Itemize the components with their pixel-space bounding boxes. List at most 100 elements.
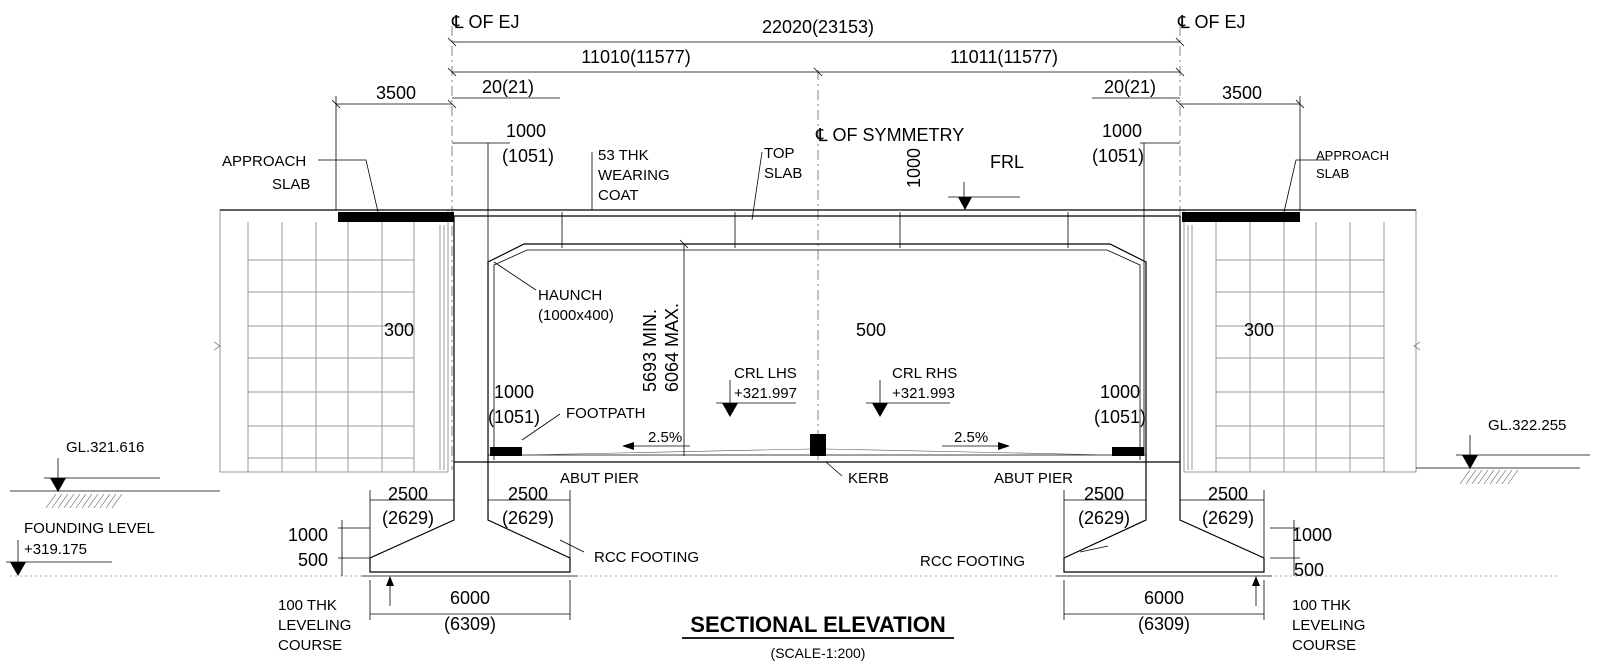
- slope-right-arrow-icon: [998, 442, 1010, 450]
- drawing-title: SECTIONAL ELEVATION: [690, 612, 945, 637]
- dim-half-right: 11011(11577): [950, 47, 1058, 67]
- dim-wall-right-bot-a: 1000: [1100, 382, 1140, 402]
- gl-right-marker-icon: [1462, 455, 1478, 469]
- dim-wall-left-top-a: 1000: [506, 121, 546, 141]
- dim-approach-right: 3500: [1222, 83, 1262, 103]
- dim-wall-left-top-b: (1051): [502, 146, 554, 166]
- kerb: [810, 434, 826, 456]
- dim-approach-left: 3500: [376, 83, 416, 103]
- right-embankment: [1183, 209, 1421, 473]
- dim-footing-w-right-a: 6000: [1144, 588, 1184, 608]
- label-approach-left-1: APPROACH: [222, 153, 306, 170]
- dim-300-left: 300: [384, 320, 414, 340]
- label-gl-left: GL.321.616: [66, 439, 144, 456]
- label-approach-right-2: SLAB: [1316, 166, 1349, 181]
- footpath-left: [490, 447, 522, 456]
- approach-slabs: [338, 212, 1300, 222]
- dim-gap-right: 20(21): [1104, 77, 1156, 97]
- label-leveling-left-3: COURSE: [278, 637, 342, 654]
- label-leveling-right-3: COURSE: [1292, 637, 1356, 654]
- dim-top-depth: 1000: [904, 148, 924, 188]
- box-structure: [220, 209, 1416, 463]
- label-crl-lhs-2: +321.997: [734, 385, 797, 402]
- dim-footing-r1-a: 2500: [1084, 484, 1124, 504]
- label-founding-1: FOUNDING LEVEL: [24, 520, 155, 537]
- dim-footing-r2-b: (2629): [1202, 508, 1254, 528]
- crl-lhs-marker-icon: [722, 403, 738, 417]
- label-crl-rhs-2: +321.993: [892, 385, 955, 402]
- label-wearing-3: COAT: [598, 187, 639, 204]
- dim-wall-right-bot-b: (1051): [1094, 407, 1146, 427]
- dim-footing-w-left-a: 6000: [450, 588, 490, 608]
- left-embankment: [213, 209, 449, 473]
- approach-slab-right: [1182, 212, 1300, 222]
- label-crl-rhs-1: CRL RHS: [892, 365, 957, 382]
- slope-left-arrow-icon: [622, 442, 634, 450]
- ground-lines: [10, 467, 1580, 577]
- dim-footing-h-left-2: 500: [298, 550, 328, 570]
- label-approach-right-1: APPROACH: [1316, 148, 1389, 163]
- gl-left-marker-icon: [50, 478, 66, 492]
- dim-footing-h-left-1: 1000: [288, 525, 328, 545]
- slope-arrows: [622, 442, 1010, 450]
- dim-clear-min: 5693 MIN.: [640, 309, 660, 392]
- dim-footing-l1-a: 2500: [388, 484, 428, 504]
- label-rcc-right: RCC FOOTING: [920, 553, 1025, 570]
- label-wearing-2: WEARING: [598, 167, 670, 184]
- dim-300-right: 300: [1244, 320, 1274, 340]
- dim-footing-r1-b: (2629): [1078, 508, 1130, 528]
- cl-symmetry: ℄ OF SYMMETRY: [815, 125, 964, 145]
- label-leveling-right-2: LEVELING: [1292, 617, 1365, 634]
- dim-wall-right-top-b: (1051): [1092, 146, 1144, 166]
- dim-footing-l2-a: 2500: [508, 484, 548, 504]
- label-footpath: FOOTPATH: [566, 405, 645, 422]
- label-founding-2: +319.175: [24, 541, 87, 558]
- label-haunch-1: HAUNCH: [538, 287, 602, 304]
- label-leveling-right-1: 100 THK: [1292, 597, 1351, 614]
- dim-wall-left-bot-b: (1051): [488, 407, 540, 427]
- label-approach-left-2: SLAB: [272, 176, 310, 193]
- approach-slab-left: [338, 212, 454, 222]
- dim-kerb-width: 500: [856, 320, 886, 340]
- cl-ej-left: ℄ OF EJ: [451, 12, 520, 32]
- label-leveling-left-1: 100 THK: [278, 597, 337, 614]
- cl-ej-right: ℄ OF EJ: [1177, 12, 1246, 32]
- label-leveling-left-2: LEVELING: [278, 617, 351, 634]
- dim-clear-max: 6064 MAX.: [662, 303, 682, 392]
- text-labels: ℄ OF EJ ℄ OF EJ ℄ OF SYMMETRY 22020(2315…: [24, 12, 1566, 661]
- label-haunch-2: (1000x400): [538, 307, 614, 324]
- dim-wall-left-bot-a: 1000: [494, 382, 534, 402]
- drawing-scale: (SCALE-1:200): [771, 645, 866, 661]
- label-gl-right: GL.322.255: [1488, 417, 1566, 434]
- level-markers: [6, 182, 1590, 576]
- label-abut-left: ABUT PIER: [560, 470, 639, 487]
- leaders: [318, 151, 1330, 553]
- dim-wall-right-top-a: 1000: [1102, 121, 1142, 141]
- label-wearing-1: 53 THK: [598, 147, 649, 164]
- slope-left: 2.5%: [648, 429, 682, 446]
- dim-overall: 22020(23153): [762, 17, 874, 37]
- dim-footing-w-left-b: (6309): [444, 614, 496, 634]
- dim-footing-h-right-1: 1000: [1292, 525, 1332, 545]
- dim-footing-h-right-2: 500: [1294, 560, 1324, 580]
- frl-marker-icon: [958, 197, 972, 210]
- dim-half-left: 11010(11577): [581, 47, 690, 67]
- founding-marker-icon: [10, 562, 26, 576]
- centerlines: [451, 26, 1181, 470]
- dim-footing-l2-b: (2629): [502, 508, 554, 528]
- slope-right: 2.5%: [954, 429, 988, 446]
- dim-footing-w-right-b: (6309): [1138, 614, 1190, 634]
- label-kerb: KERB: [848, 470, 889, 487]
- label-top-slab-1: TOP: [764, 145, 795, 162]
- label-rcc-left: RCC FOOTING: [594, 549, 699, 566]
- label-abut-right: ABUT PIER: [994, 470, 1073, 487]
- label-top-slab-2: SLAB: [764, 165, 802, 182]
- crl-rhs-marker-icon: [872, 403, 888, 417]
- dim-gap-left: 20(21): [482, 77, 534, 97]
- dim-footing-l1-b: (2629): [382, 508, 434, 528]
- label-crl-lhs-1: CRL LHS: [734, 365, 797, 382]
- label-frl: FRL: [990, 152, 1024, 172]
- footpath-right: [1112, 447, 1144, 456]
- dim-footing-r2-a: 2500: [1208, 484, 1248, 504]
